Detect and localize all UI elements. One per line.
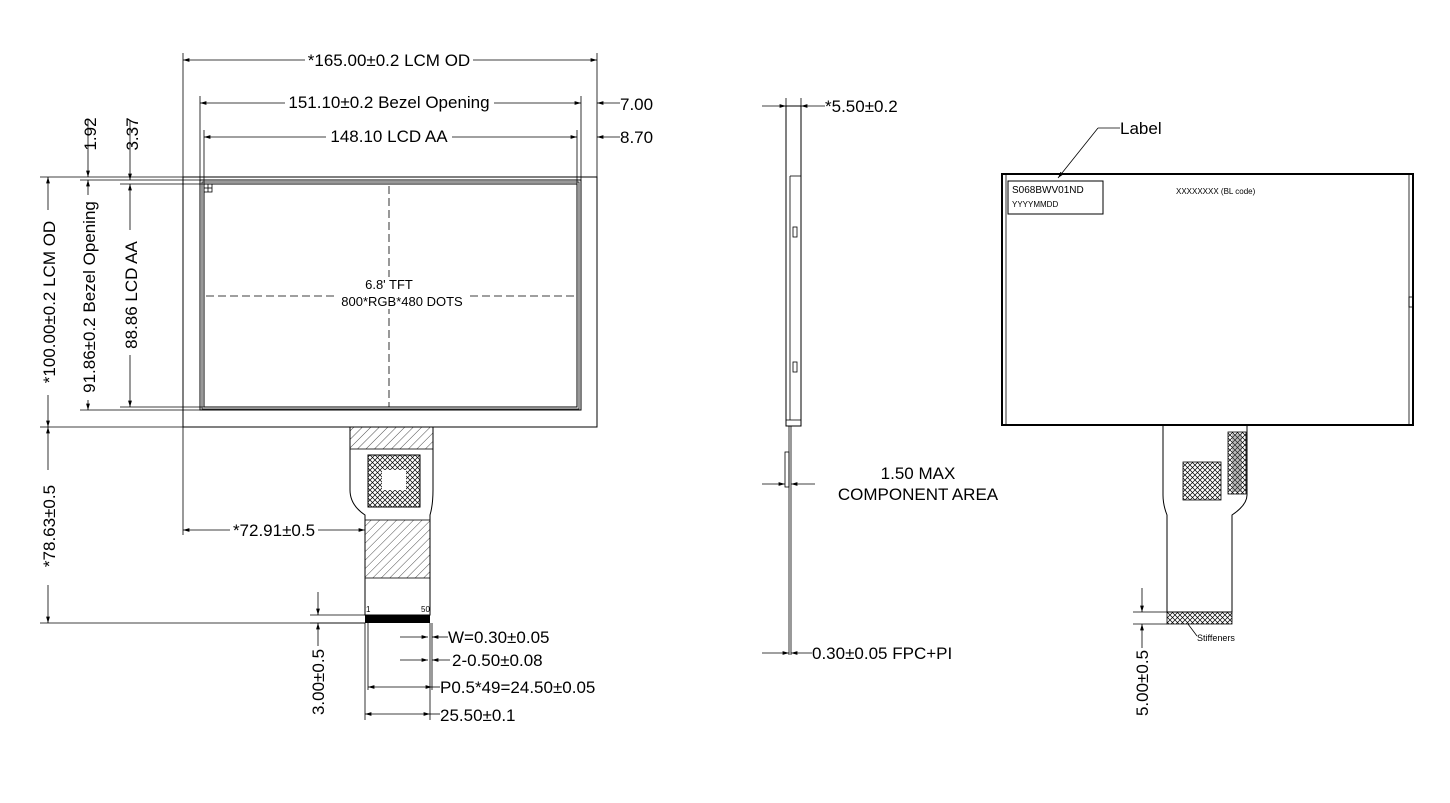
dim-lcd-aa-height: 88.86 LCD AA [122, 240, 141, 348]
dim-bezel-opening-height: 91.86±0.2 Bezel Opening [80, 201, 99, 393]
stiffener [1166, 611, 1233, 625]
dim-right-870: 8.70 [620, 128, 653, 147]
back-connector [1227, 431, 1247, 495]
dim-stiffener-len-front: 3.00±0.5 [309, 649, 328, 715]
dim-component-line1: 1.50 MAX [881, 464, 956, 483]
fpc-tail: 1 50 [349, 426, 434, 720]
dim-lcm-od-height: *100.00±0.2 LCM OD [40, 221, 59, 383]
dim-lcd-aa-width: 148.10 LCD AA [330, 127, 448, 146]
back-label [1007, 180, 1104, 215]
dim-top-337: 3.37 [123, 117, 142, 150]
dim-top-192: 1.92 [81, 117, 100, 150]
pin-first: 1 [366, 605, 371, 614]
dim-lcm-od-width: *165.00±0.2 LCM OD [308, 51, 470, 70]
side-view: *5.50±0.2 1.50 MAX COMPONENT AREA 0.30±0… [762, 97, 999, 663]
label-model: S068BWV01ND [1012, 185, 1084, 196]
back-view: S068BWV01ND YYYYMMDD XXXXXXXX (BL code) … [1001, 119, 1414, 716]
dim-right-7: 7.00 [620, 95, 653, 114]
back-chip [1182, 461, 1222, 501]
fpc-hatch-top [349, 426, 434, 450]
dim-pin-hole: 2-0.50±0.08 [452, 651, 543, 670]
connector-pins [365, 615, 430, 623]
stiffeners-label: Stiffeners [1197, 633, 1235, 643]
dim-pin-width: W=0.30±0.05 [448, 628, 549, 647]
label-bl-code: XXXXXXXX (BL code) [1176, 187, 1256, 196]
dim-stiffener-len-back: 5.00±0.5 [1133, 650, 1152, 716]
dim-fpc-offset: *72.91±0.5 [233, 521, 315, 540]
active-area [203, 183, 578, 408]
dim-component-line2: COMPONENT AREA [838, 485, 999, 504]
panel-label-resolution: 800*RGB*480 DOTS [341, 294, 463, 309]
side-body [785, 105, 802, 427]
front-view: 6.8' TFT 800*RGB*480 DOTS *165.00±0.2 LC… [40, 51, 653, 725]
panel-label-size: 6.8' TFT [365, 277, 413, 292]
label-date: YYYYMMDD [1012, 200, 1058, 209]
dim-fpc-width: 25.50±0.1 [440, 706, 516, 725]
dim-fpc-thickness: 0.30±0.05 FPC+PI [812, 644, 952, 663]
label-callout: Label [1120, 119, 1162, 138]
dim-pitch: P0.5*49=24.50±0.05 [440, 678, 595, 697]
dim-bezel-opening-width: 151.10±0.2 Bezel Opening [288, 93, 489, 112]
dim-total-height: *78.63±0.5 [40, 485, 59, 567]
fpc-hatch-bottom [364, 519, 431, 579]
bezel-opening [199, 179, 582, 411]
dim-thickness: *5.50±0.2 [825, 97, 898, 116]
pin-last: 50 [421, 605, 430, 614]
